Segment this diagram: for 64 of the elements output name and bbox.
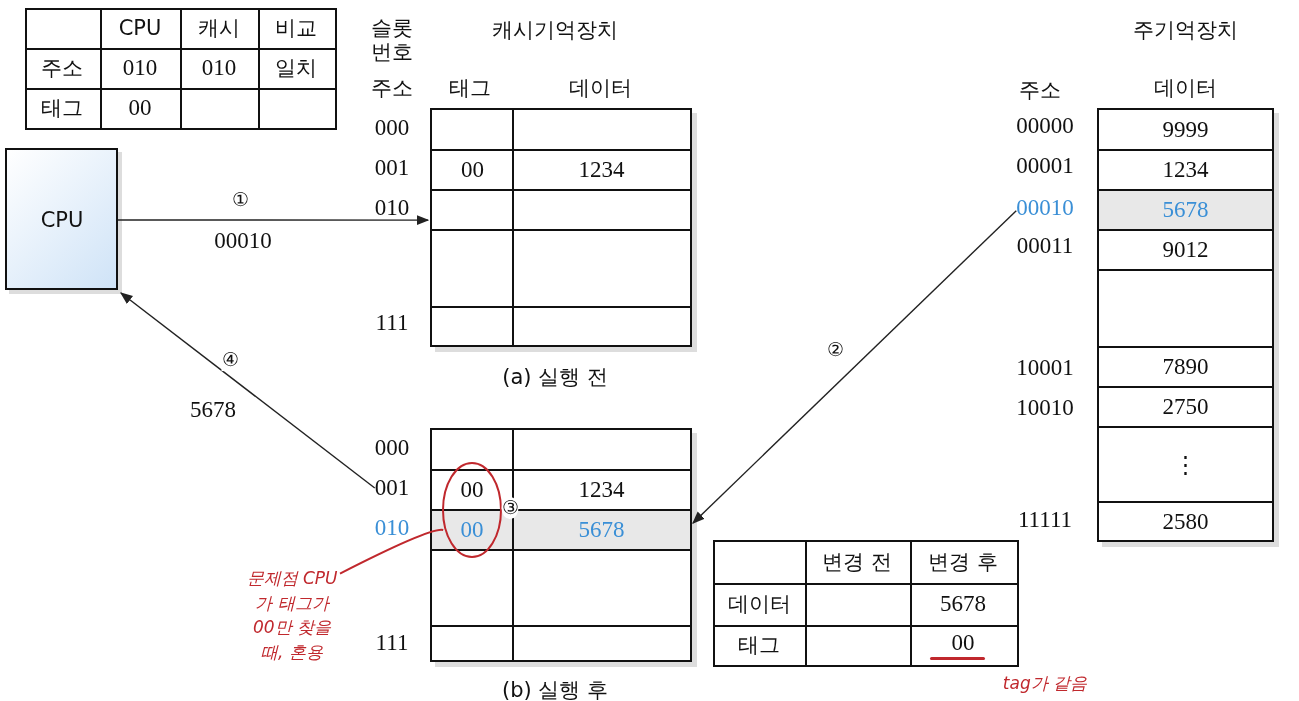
memory-address: 11111 bbox=[1017, 506, 1073, 534]
cell-value: 010 bbox=[122, 54, 158, 82]
slot-address: 001 bbox=[374, 474, 410, 502]
memory-address: 10001 bbox=[1016, 354, 1074, 382]
slot-address: 000 bbox=[374, 434, 410, 462]
cell-value: 7890 bbox=[1162, 353, 1209, 381]
cell-value: 9012 bbox=[1162, 236, 1209, 264]
row-header: 태그 bbox=[738, 632, 780, 658]
table-header: 비교 bbox=[275, 15, 317, 41]
cell-value: 2580 bbox=[1162, 508, 1209, 536]
cell-value: 00 bbox=[460, 516, 484, 544]
table-header: CPU bbox=[118, 15, 162, 41]
row-header: 태그 bbox=[41, 95, 83, 121]
column-header: 주소 bbox=[371, 75, 413, 101]
column-header: 주소 bbox=[1019, 77, 1061, 103]
column-header: 태그 bbox=[449, 75, 491, 101]
leader-line bbox=[339, 528, 445, 575]
cell-value: 5678 bbox=[1162, 196, 1209, 224]
memory-address: 10010 bbox=[1016, 394, 1074, 422]
cell-value: 00 bbox=[461, 156, 484, 184]
column-header: 데이터 bbox=[1153, 75, 1217, 101]
slot-address: 010 bbox=[374, 194, 410, 222]
arrow bbox=[117, 215, 430, 226]
table-title: 주기억장치 bbox=[1132, 17, 1238, 43]
figure-caption: (a) 실행 전 bbox=[502, 364, 608, 390]
table-title: 캐시기억장치 bbox=[492, 17, 618, 43]
column-header: 데이터 bbox=[568, 75, 632, 101]
handwritten-note: 문제점 CPU 가 태그가 00만 찾을 때, 혼용 bbox=[242, 565, 342, 665]
cell-value: 1234 bbox=[1162, 156, 1209, 184]
slot-address: 001 bbox=[374, 154, 410, 182]
cpu-label: CPU bbox=[40, 207, 84, 233]
handwritten-note: tag가 같음 bbox=[1002, 674, 1088, 694]
memory-address: 00001 bbox=[1016, 152, 1074, 180]
slot-address: 111 bbox=[375, 309, 409, 337]
step-number: ④ bbox=[221, 349, 239, 371]
row-header: 주소 bbox=[41, 55, 83, 81]
cell-value: 1234 bbox=[578, 156, 625, 184]
slot-address: 010 bbox=[374, 514, 410, 542]
address-value: 00010 bbox=[214, 227, 272, 255]
cell-value: 00 bbox=[128, 94, 152, 122]
arrow bbox=[120, 292, 376, 489]
cell-value: ⋮ bbox=[1174, 451, 1197, 478]
data-value: 5678 bbox=[190, 396, 236, 424]
arrow bbox=[692, 209, 1017, 524]
memory-address: 00010 bbox=[1016, 194, 1074, 222]
table-header: 캐시 bbox=[198, 15, 240, 41]
memory-address: 00011 bbox=[1016, 232, 1074, 260]
cell-value: 9999 bbox=[1162, 116, 1209, 144]
table-header: 변경 후 bbox=[928, 549, 998, 575]
cell-value: 010 bbox=[201, 54, 237, 82]
figure-caption: (b) 실행 후 bbox=[501, 677, 609, 701]
column-header: 슬롯 번호 bbox=[370, 15, 414, 65]
memory-address: 00000 bbox=[1016, 112, 1074, 140]
cell-value: 5678 bbox=[578, 516, 625, 544]
slot-address: 111 bbox=[375, 629, 409, 657]
cell-value: 2750 bbox=[1162, 393, 1209, 421]
table-header: 변경 전 bbox=[822, 549, 892, 575]
slot-address: 000 bbox=[374, 114, 410, 142]
cell-value: 일치 bbox=[275, 55, 317, 81]
row-header: 데이터 bbox=[727, 591, 791, 617]
cell-value: 00 bbox=[951, 629, 975, 657]
cell-value: 5678 bbox=[940, 590, 986, 618]
cell-value: 00 bbox=[460, 476, 484, 504]
cell-value: 1234 bbox=[578, 476, 625, 504]
